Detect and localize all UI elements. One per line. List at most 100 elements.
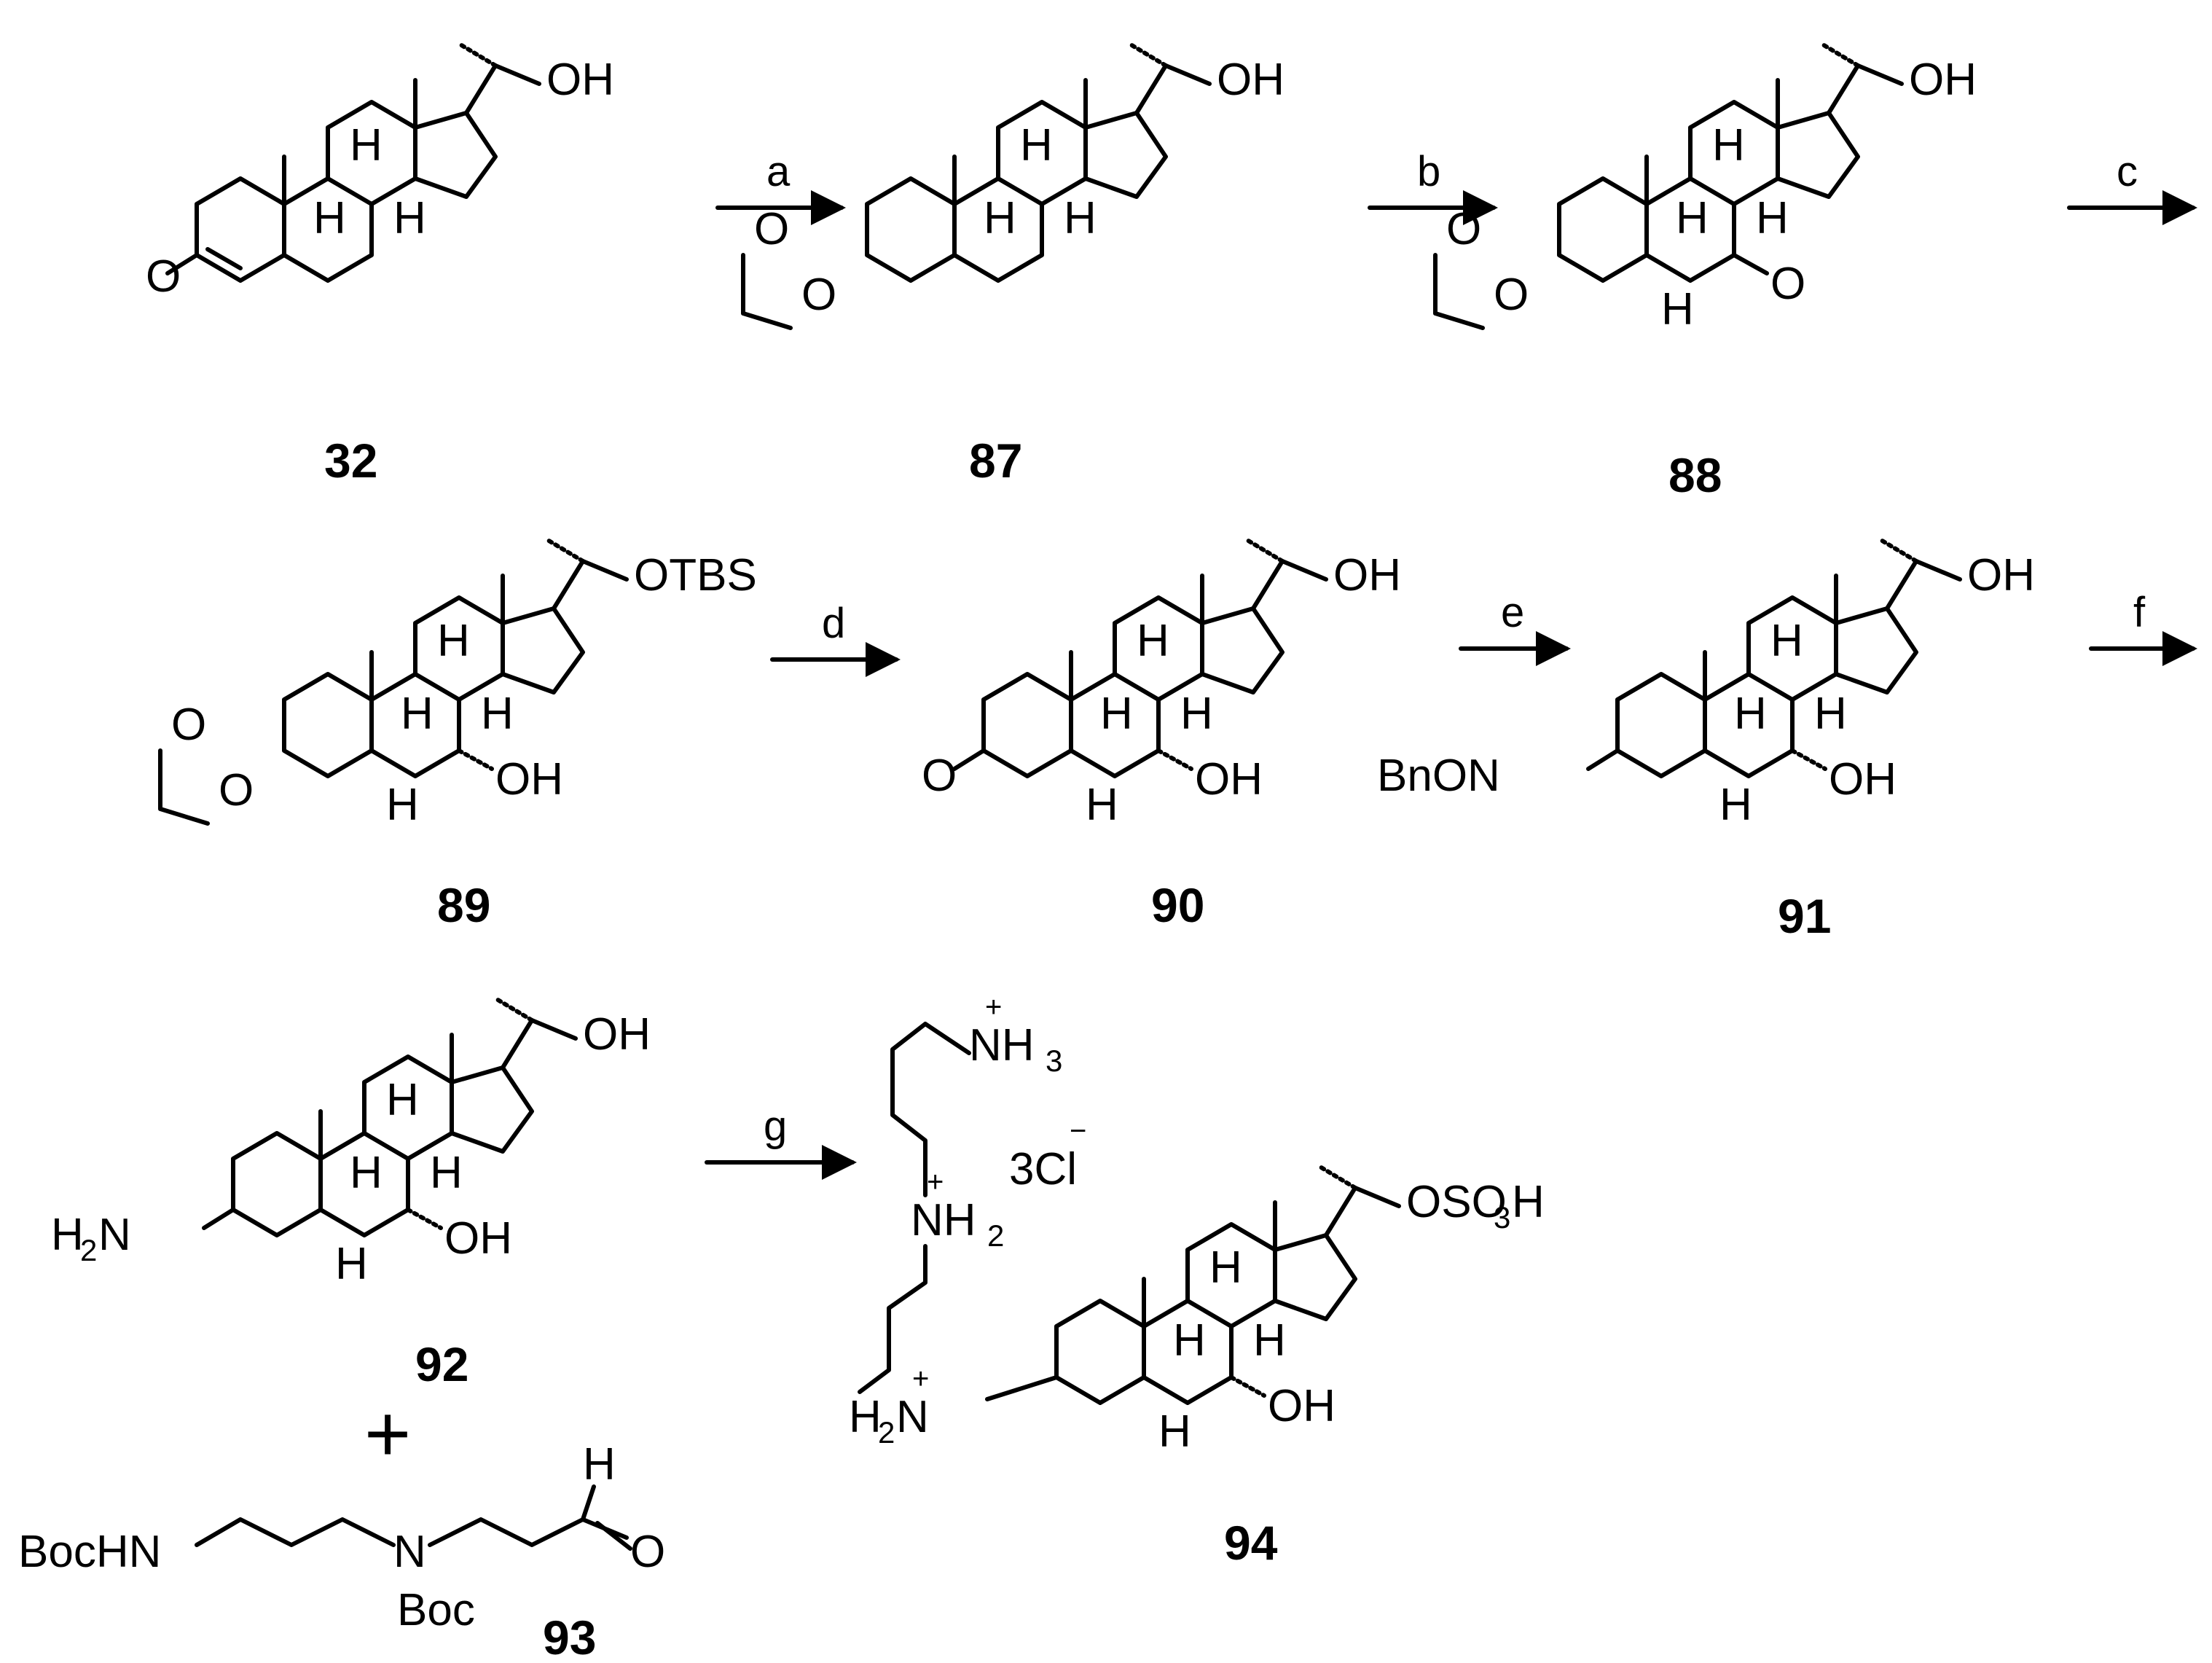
compound-92: H 2 N OH OH H H H H [51,998,651,1289]
p94-c3-n: N [896,1392,929,1442]
p94-counterion-minus: − [1070,1115,1086,1147]
compound-94: OH OSO 3 H H H H H [985,1166,1545,1457]
c92-h3: H [430,1148,463,1198]
c92-h2: H [350,1148,383,1198]
c87-side-oh: OH [1217,55,1285,105]
c90-side-oh: OH [1333,550,1401,600]
c89-h5: H [386,780,419,830]
step-label-d: d [822,600,845,647]
compound-88: O O O OH H H H H [1433,44,1977,334]
c88-c7-ketone-o: O [1770,259,1805,309]
p94-nh2-plus: + [927,1166,944,1198]
c87-ketal-o1: O [754,204,789,254]
step-label-f: f [2133,589,2146,636]
p94-counterion: 3Cl [1009,1144,1077,1194]
p94-nh3-sub: 3 [1046,1044,1062,1078]
c92-h2n-sub: 2 [80,1233,97,1267]
c92-h2n-h: H [51,1210,84,1260]
c88-ketal-o1: O [1446,204,1481,254]
c87-h2: H [984,193,1016,243]
c89-side-otbs: OTBS [634,550,757,600]
step-label-e: e [1501,589,1524,636]
c91-h5: H [1719,780,1752,830]
c90-c7-oh: OH [1195,754,1263,805]
c32-side-oh: OH [546,55,614,105]
compound-label-94: 94 [1224,1516,1278,1570]
compound-label-32: 32 [324,434,377,488]
c89-ketal-o2: O [219,765,254,815]
c91-h: H [1770,616,1803,666]
c87-ketal-o2: O [801,270,836,320]
p94-nh2-sub: 2 [987,1218,1004,1253]
c90-h: H [1137,616,1169,666]
c88-h3: H [1756,193,1789,243]
c87-h: H [1020,120,1053,171]
p94-nh3-nh: NH [969,1020,1035,1071]
compound-label-91: 91 [1778,889,1831,943]
c88-ketal-o2: O [1494,270,1529,320]
plus-sign: + [364,1389,411,1479]
c90-c3-ketone-o: O [922,751,957,801]
c94-side-oso: OSO [1406,1177,1507,1227]
c32-h2: H [313,193,346,243]
c94-side-sub: 3 [1494,1200,1510,1234]
c89-ketal-o1: O [171,700,206,750]
c88-h2: H [1676,193,1709,243]
c91-c7-oh: OH [1829,754,1897,805]
c94-h5: H [1158,1406,1191,1457]
compound-label-89: 89 [437,878,490,932]
r93-aldehyde-h: H [583,1439,616,1490]
p94-c3-plus: + [912,1363,929,1395]
compound-label-88: 88 [1668,448,1722,502]
r93-bochn: BocHN [18,1527,161,1577]
step-label-g: g [764,1103,787,1150]
c89-c7-oh: OH [495,754,563,805]
c94-h: H [1209,1243,1242,1293]
compound-label-92: 92 [415,1337,468,1391]
c88-h: H [1712,120,1745,171]
step-label-a: a [766,148,791,195]
c94-h3: H [1253,1315,1286,1366]
c91-h2: H [1734,689,1767,739]
c89-h: H [437,616,470,666]
c92-h5: H [335,1239,368,1289]
compound-89: O O OH OTBS H H H H [158,539,757,830]
c32-h3: H [393,193,426,243]
c90-h2: H [1100,689,1133,739]
c94-c7-oh: OH [1268,1381,1336,1431]
c92-h: H [386,1075,419,1125]
r93-n: N [393,1527,426,1577]
c92-c7-oh: OH [444,1213,512,1264]
p94-c3-h: H [849,1392,882,1442]
step-label-b: b [1417,148,1440,195]
c32-h: H [350,120,383,171]
r93-aldehyde-o: O [630,1527,665,1577]
c94-side-h: H [1512,1177,1545,1227]
p94-nh2-nh: NH [911,1195,976,1245]
compound-90: O OH OH H H H H [922,539,1401,830]
compound-87: O O OH H H H [741,44,1285,330]
compound-label-87: 87 [969,434,1022,488]
c91-h3: H [1814,689,1847,739]
step-label-c: c [2117,148,2138,195]
c92-side-oh: OH [583,1009,651,1060]
c90-h3: H [1180,689,1213,739]
compound-91: BnON OH OH H H H H [1377,539,2035,830]
c32-carbonyl-o: O [146,251,181,302]
reagent-93: BocHN N Boc H O [18,1439,665,1635]
c88-h5: H [1661,284,1694,334]
c92-h2n-n: N [98,1210,131,1260]
polyamine-chain-94: NH 3 + 3Cl − NH 2 + H 2 N + [849,991,1086,1449]
p94-c3-sub: 2 [878,1415,895,1449]
r93-boc: Boc [397,1585,475,1635]
compound-label-90: 90 [1151,878,1204,932]
c89-h2: H [401,689,434,739]
compound-32: O OH H H H [146,44,614,302]
c89-h3: H [481,689,514,739]
c91-oxime-bnon: BnON [1377,751,1500,801]
c91-side-oh: OH [1967,550,2035,600]
compound-label-93: 93 [543,1611,596,1663]
c87-h3: H [1064,193,1097,243]
